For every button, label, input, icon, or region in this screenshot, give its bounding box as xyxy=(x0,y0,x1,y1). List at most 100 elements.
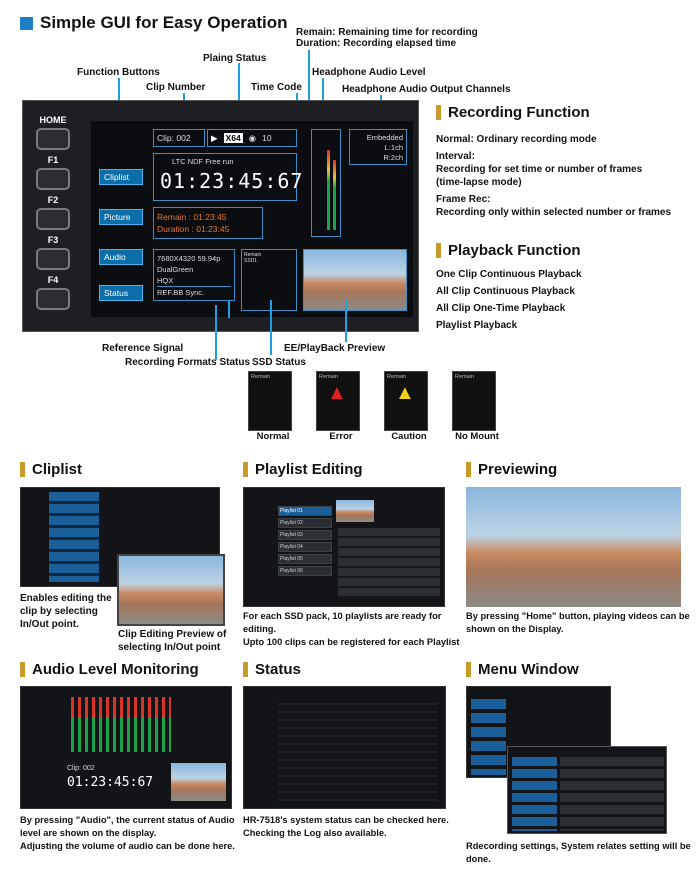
header-square-icon xyxy=(20,16,33,30)
page-title: Simple GUI for Easy Operation xyxy=(40,13,288,32)
previewing-desc: By pressing "Home" button, playing video… xyxy=(466,611,690,634)
callout-recording-formats: Recording Formats Status xyxy=(125,357,251,368)
side-button-status[interactable]: Status xyxy=(99,285,143,301)
section-bar-icon xyxy=(436,243,441,258)
playlist-row[interactable]: Playlist 01 xyxy=(278,506,332,516)
home-button[interactable] xyxy=(36,128,70,150)
reference-signal: REF.BB Sync. xyxy=(157,286,231,298)
meter-bar-left xyxy=(327,150,330,230)
playlist-row[interactable]: Playlist 03 xyxy=(278,530,332,540)
ssd-state-label: No Mount xyxy=(455,431,499,442)
remain-duration-box: Remain : 01:23:45 Duration : 01:23:45 xyxy=(153,207,263,239)
ssd-name-label: SSD1 xyxy=(244,258,258,264)
audio-level-screenshot: Clip: 002 01:23:45:67 xyxy=(20,686,232,809)
ssd-remain: Remain xyxy=(251,374,270,380)
left-channel: L:1ch xyxy=(384,143,403,152)
ssd-remain: Remain xyxy=(387,374,406,380)
f1-label: F1 xyxy=(47,155,59,165)
status-desc: HR-7518's system status can be checked h… xyxy=(243,815,449,838)
f2-button[interactable] xyxy=(36,208,70,230)
callout-function-buttons: Function Buttons xyxy=(77,67,160,78)
status-screenshot xyxy=(243,686,446,809)
previewing-image xyxy=(466,487,681,607)
callout-line xyxy=(345,300,347,342)
playback-item: One Clip Continuous Playback xyxy=(436,269,582,280)
audio-clip-number: Clip: 002 xyxy=(67,765,95,772)
previewing-title: Previewing xyxy=(466,461,557,478)
side-button-audio[interactable]: Audio xyxy=(99,249,143,265)
clip-edit-preview-image xyxy=(117,554,225,626)
clip-list-rows xyxy=(49,492,99,582)
playback-item: All Clip Continuous Playback xyxy=(436,286,575,297)
playback-item: All Clip One-Time Playback xyxy=(436,303,566,314)
playing-status-box: ▶ X64 ◉ 10 xyxy=(207,129,297,147)
callout-ssd-status: SSD Status xyxy=(252,357,306,368)
clip-preview-desc: Clip Editing Preview of selecting In/Out… xyxy=(118,629,227,653)
ssd-state-no-mount: Remain No Mount xyxy=(452,371,502,442)
page-header: Simple GUI for Easy Operation xyxy=(20,13,288,33)
home-label: HOME xyxy=(39,115,67,125)
rec-interval-desc1: Recording for set time or number of fram… xyxy=(436,164,643,175)
rec-normal: Normal: Ordinary recording mode xyxy=(436,134,597,145)
status-rows xyxy=(278,697,438,802)
audio-meter-bars-green xyxy=(71,717,171,752)
section-bar-icon xyxy=(466,462,471,477)
ssd-state-label: Caution xyxy=(391,431,427,442)
recording-function-title: Recording Function xyxy=(436,104,590,121)
ssd-state-error: Remain ▲ Error xyxy=(316,371,366,442)
f4-label: F4 xyxy=(47,275,59,285)
side-button-cliplist[interactable]: Cliplist xyxy=(99,169,143,185)
playlist-row[interactable]: Playlist 05 xyxy=(278,554,332,564)
headphone-channel-box: Embedded L:1ch R:2ch xyxy=(349,129,407,165)
playlist-row[interactable]: Playlist 04 xyxy=(278,542,332,552)
format-resolution: 7680X4320 59.94p xyxy=(157,254,221,263)
playlist-preview-image xyxy=(336,500,374,522)
caution-warning-icon: ▲ xyxy=(395,382,415,404)
playback-function-list: One Clip Continuous Playback All Clip Co… xyxy=(436,266,582,334)
recording-format-box: 7680X4320 59.94p DualGreen HQX REF.BB Sy… xyxy=(153,249,235,301)
audio-timecode: 01:23:45:67 xyxy=(67,775,154,790)
callout-line xyxy=(270,300,272,355)
callout-ee-preview: EE/PlayBack Preview xyxy=(284,343,386,354)
audio-level-title: Audio Level Monitoring xyxy=(20,661,199,678)
callout-line xyxy=(228,300,230,318)
playlist-row[interactable]: Playlist 02 xyxy=(278,518,332,528)
callout-clip-number: Clip Number xyxy=(146,82,206,93)
device-screen: Cliplist Picture Audio Status Clip: 002 … xyxy=(91,121,413,317)
ssd-remain-label: Remain xyxy=(244,252,262,258)
rec-frame-desc: Recording only within selected number or… xyxy=(436,207,672,218)
ee-preview-image xyxy=(303,249,407,311)
playlist-clip-grid xyxy=(338,528,440,598)
side-button-picture[interactable]: Picture xyxy=(99,209,143,225)
section-bar-icon xyxy=(20,662,25,677)
ssd-state-label: Error xyxy=(329,431,353,442)
cliplist-desc: Enables editing the clip by selecting In… xyxy=(20,593,112,630)
remain-text: Remain : 01:23:45 xyxy=(157,212,227,222)
callout-time-code: Time Code xyxy=(251,82,302,93)
clip-number-box: Clip: 002 xyxy=(153,129,205,147)
duration-text: Duration : 01:23:45 xyxy=(157,224,230,234)
f4-button[interactable] xyxy=(36,288,70,310)
section-bar-icon xyxy=(436,105,441,120)
section-bar-icon xyxy=(243,662,248,677)
f3-button[interactable] xyxy=(36,248,70,270)
audio-preview-image xyxy=(171,763,226,801)
menu-items-back xyxy=(471,699,506,775)
recording-function-text: Normal: Ordinary recording mode Interval… xyxy=(436,133,696,219)
playback-function-title: Playback Function xyxy=(436,242,581,259)
play-speed: X64 xyxy=(223,133,243,143)
callout-duration: Duration: Recording elapsed time xyxy=(296,38,457,49)
callout-line xyxy=(215,305,217,360)
section-bar-icon xyxy=(466,662,471,677)
format-mode: DualGreen xyxy=(157,265,194,274)
audio-level-meter xyxy=(311,129,341,237)
ssd-states-row: Remain Normal Remain ▲ Error Remain ▲ Ca… xyxy=(248,371,502,442)
f1-button[interactable] xyxy=(36,168,70,190)
playlist-row[interactable]: Playlist 06 xyxy=(278,566,332,576)
status-title: Status xyxy=(243,661,301,678)
disc-icon: ◉ xyxy=(248,133,257,143)
callout-remain: Remain: Remaining time for recording xyxy=(296,27,478,38)
audio-level-desc: By pressing "Audio", the current status … xyxy=(20,815,235,851)
menu-window-title: Menu Window xyxy=(466,661,579,678)
ssd-remain: Remain xyxy=(455,374,474,380)
